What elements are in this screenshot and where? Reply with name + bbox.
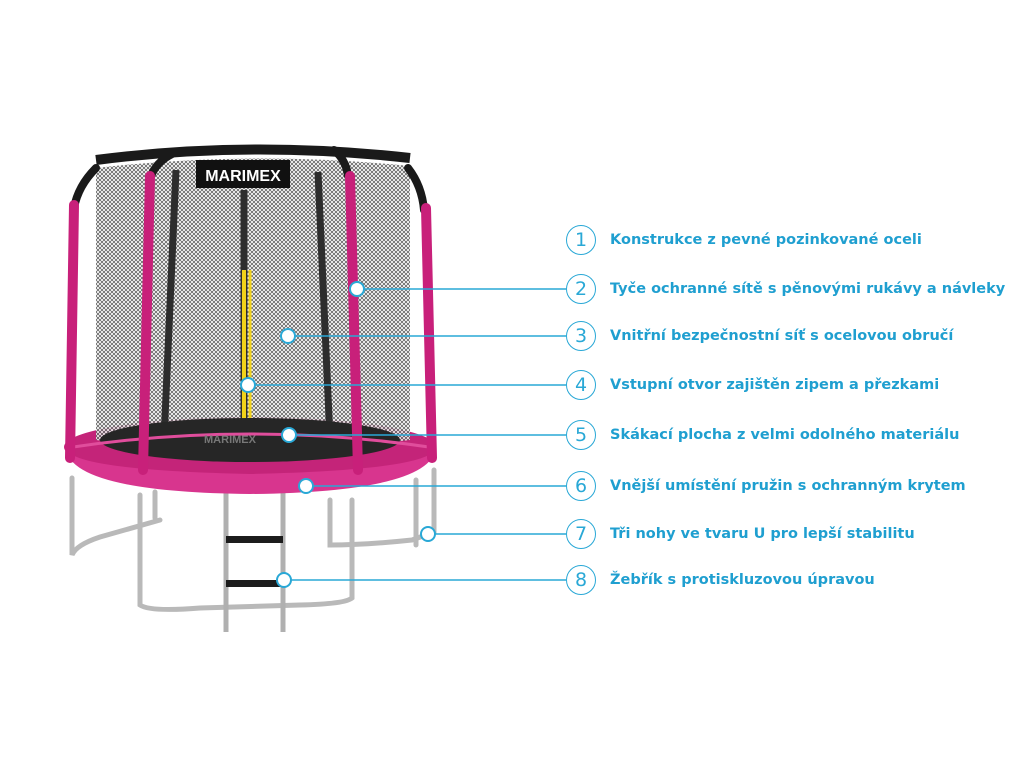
- callout-dot-2: [349, 281, 365, 297]
- callout-dot-8: [276, 572, 292, 588]
- feature-label: Skákací plocha z velmi odolného materiál…: [610, 427, 960, 443]
- feature-number: 5: [566, 420, 596, 450]
- callout-dot-7: [420, 526, 436, 542]
- ladder: [223, 490, 286, 632]
- feature-label: Žebřík s protiskluzovou úpravou: [610, 572, 875, 588]
- feature-item-1: 1 Konstrukce z pevné pozinkované oceli: [566, 224, 922, 256]
- feature-number: 7: [566, 519, 596, 549]
- feature-number: 1: [566, 225, 596, 255]
- callout-dots: [240, 281, 436, 588]
- jumping-mat: [100, 418, 400, 462]
- pink-poles: [65, 146, 437, 475]
- feature-label: Tyče ochranné sítě s pěnovými rukávy a n…: [610, 281, 1006, 297]
- feature-label: Tři nohy ve tvaru U pro lepší stabilitu: [610, 526, 915, 542]
- callout-dot-6: [298, 478, 314, 494]
- net-top-rim: [95, 144, 411, 165]
- feature-item-8: 8 Žebřík s protiskluzovou úpravou: [566, 564, 875, 596]
- feature-number: 3: [566, 321, 596, 351]
- feature-label: Vstupní otvor zajištěn zipem a přezkami: [610, 377, 940, 393]
- feature-number: 4: [566, 370, 596, 400]
- feature-item-7: 7 Tři nohy ve tvaru U pro lepší stabilit…: [566, 518, 915, 550]
- feature-label: Vnější umístění pružin s ochranným kryte…: [610, 478, 966, 494]
- callout-dot-3: [280, 328, 296, 344]
- feature-label: Konstrukce z pevné pozinkované oceli: [610, 232, 922, 248]
- feature-number: 2: [566, 274, 596, 304]
- feature-item-2: 2 Tyče ochranné sítě s pěnovými rukávy a…: [566, 273, 1005, 305]
- callout-dot-5: [281, 427, 297, 443]
- u-legs: [69, 467, 437, 612]
- brand-label-bg: [196, 160, 290, 188]
- feature-number: 8: [566, 565, 596, 595]
- brand-label: MARIMEX: [205, 168, 281, 185]
- feature-item-4: 4 Vstupní otvor zajištěn zipem a přezkam…: [566, 369, 939, 401]
- feature-item-6: 6 Vnější umístění pružin s ochranným kry…: [566, 470, 966, 502]
- feature-label: Vnitřní bezpečnostní síť s ocelovou obru…: [610, 328, 954, 344]
- callout-dot-4: [240, 377, 256, 393]
- feature-item-3: 3 Vnitřní bezpečnostní síť s ocelovou ob…: [566, 320, 953, 352]
- callout-lines: [248, 288, 566, 581]
- feature-number: 6: [566, 471, 596, 501]
- feature-item-5: 5 Skákací plocha z velmi odolného materi…: [566, 419, 959, 451]
- mat-logo: MARIMEX: [204, 434, 257, 446]
- spring-pad: [66, 448, 436, 494]
